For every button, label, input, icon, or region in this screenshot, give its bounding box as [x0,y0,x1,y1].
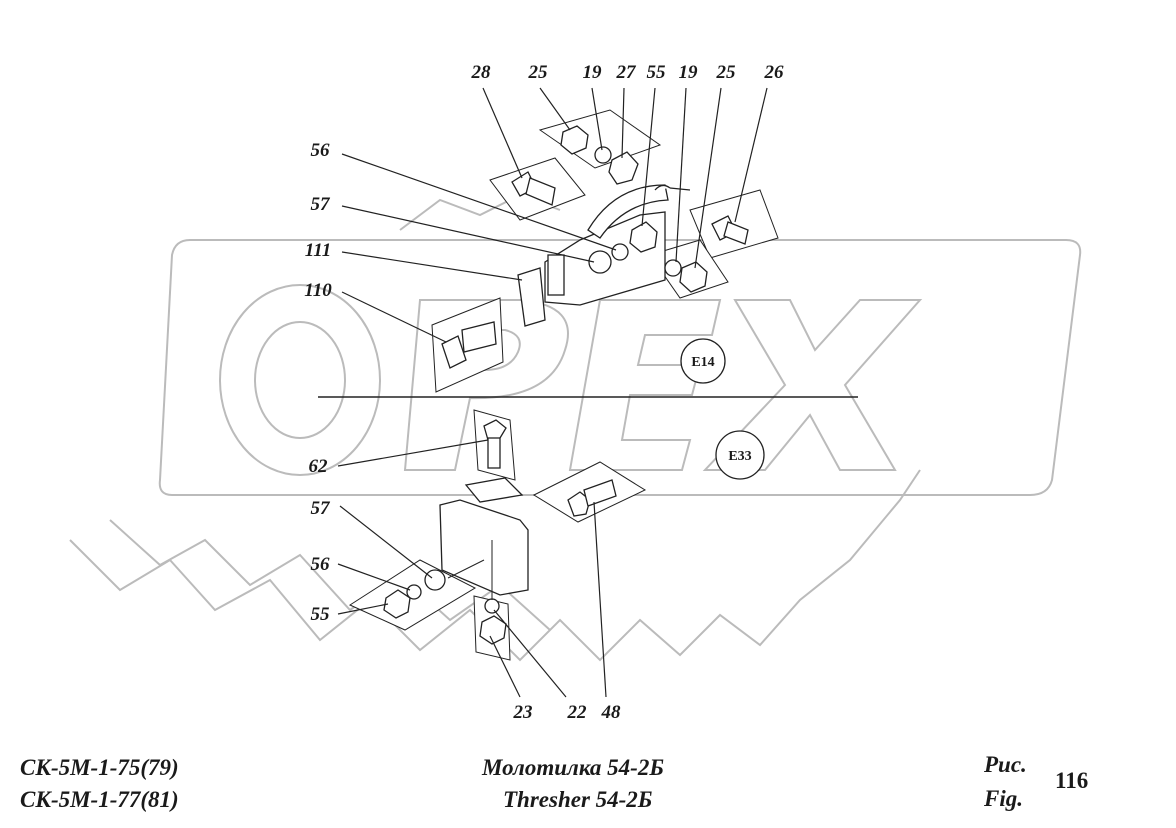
fig-label-ru: Рис. [984,752,1027,777]
callout-111: 111 [305,240,331,261]
lower-leaders [337,439,607,698]
opex-watermark [69,193,1082,662]
washer-56 [611,243,629,261]
callout-62: 62 [309,456,329,477]
callout-28: 28 [471,62,492,83]
nut-23 [479,615,507,645]
washer-57 [588,250,612,274]
lower-callouts: 62 57 56 55 23 22 48 [309,456,622,723]
washer-56b [406,584,422,600]
lower-assembly [348,409,647,661]
callout-55b: 55 [311,604,331,625]
callout-110: 110 [304,280,332,301]
washer-22 [484,598,500,614]
nut-55b [383,589,411,619]
fig-number: 116 [1055,768,1089,793]
washer-19b [664,259,682,277]
washer-57b [424,569,446,591]
callout-56b: 56 [311,554,331,575]
callout-25: 25 [528,62,549,83]
arc-guard [587,184,669,239]
bolt-62 [483,419,507,469]
hook [654,184,671,191]
bolt-48 [567,479,617,517]
title-english: Thresher 54-2Б [503,787,653,812]
callout-19b: 19 [679,62,699,83]
washer-19 [594,146,612,164]
bolt-110 [441,321,497,369]
callout-57b: 57 [311,498,332,519]
callout-22: 22 [567,702,588,723]
callout-48: 48 [601,702,622,723]
upper-callouts: 28 25 19 27 55 19 25 26 56 57 111 110 [304,62,784,301]
clip-111 [517,267,546,327]
nut-55 [629,221,658,253]
callout-26: 26 [764,62,785,83]
callout-57: 57 [311,194,332,215]
upper-assembly [431,109,779,393]
callout-19: 19 [583,62,603,83]
bracket-tab [547,254,565,296]
svg-text:E33: E33 [728,449,751,464]
upper-leaders [341,87,768,343]
callout-27: 27 [616,62,638,83]
model-line-2: СК-5М-1-77(81) [20,787,179,812]
nut-25 [560,125,589,155]
ref-circle-e33: E33 [715,430,765,480]
callout-23: 23 [513,702,533,723]
fig-label-en: Fig. [984,786,1023,811]
ref-circle-e14: E14 [680,338,726,384]
bolt-26 [711,215,749,245]
bolt-28 [511,171,556,206]
title-russian: Молотилка 54-2Б [482,755,664,780]
model-line-1: СК-5М-1-75(79) [20,755,179,780]
callout-56: 56 [311,140,331,161]
callout-55: 55 [647,62,667,83]
clamp-plate [464,477,524,503]
washer-27 [608,151,639,185]
svg-text:E14: E14 [691,355,714,370]
callout-25b: 25 [716,62,737,83]
